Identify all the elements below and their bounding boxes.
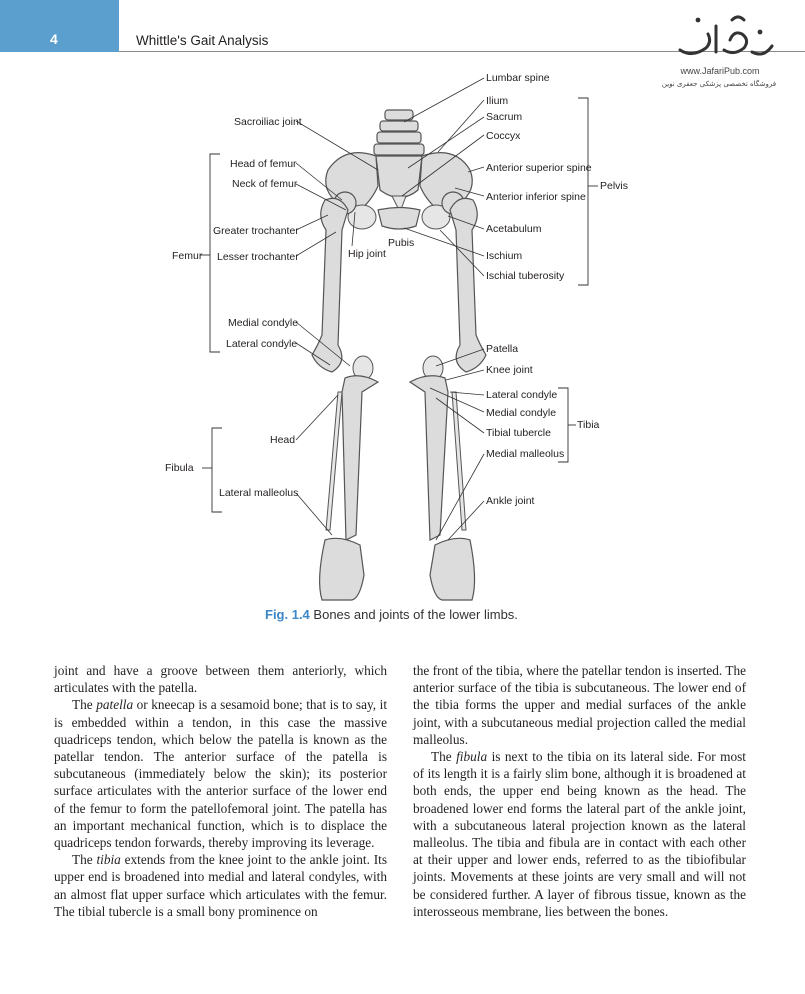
paragraph-text: or kneecap is a sesamoid bone; that is t… [54, 697, 388, 851]
label-ischium: Ischium [486, 250, 523, 262]
label-ilium: Ilium [486, 95, 509, 107]
label-lateral-malleolus: Lateral malleolus [219, 487, 299, 499]
label-femur: Femur [172, 250, 203, 262]
label-medial-condyle-tibia: Medial condyle [486, 407, 557, 419]
label-lesser-trochanter: Lesser trochanter [217, 251, 299, 263]
body-column-left: joint and have a groove between them ant… [54, 662, 387, 920]
figure-caption-label: Fig. 1.4 [265, 607, 310, 622]
lumbar-spine-bones [373, 109, 425, 156]
group-brackets [200, 97, 598, 513]
publisher-logo [678, 15, 774, 56]
label-ischial-tuberosity: Ischial tuberosity [486, 270, 565, 282]
term-patella: patella [96, 697, 134, 713]
label-head-of-femur: Head of femur [230, 158, 297, 170]
paragraph-tibia: The tibia extends from the knee joint to… [54, 851, 387, 920]
running-head: Whittle's Gait Analysis [136, 33, 269, 48]
label-knee-joint: Knee joint [486, 364, 533, 376]
label-coccyx: Coccyx [486, 130, 521, 142]
figure-caption: Fig. 1.4 Bones and joints of the lower l… [265, 607, 518, 622]
label-anterior-inferior-spine: Anterior inferior spine [486, 191, 586, 203]
label-patella: Patella [486, 343, 519, 355]
foot-bones [319, 537, 476, 601]
header-rule [119, 51, 805, 52]
publisher-tagline: فروشگاه تخصصی پزشکی جعفری نوین [661, 80, 777, 88]
page-number-tab: 4 [0, 0, 119, 52]
figure-caption-text: Bones and joints of the lower limbs. [313, 607, 518, 622]
label-ankle-joint: Ankle joint [486, 495, 535, 507]
label-tibia: Tibia [577, 419, 600, 431]
label-lumbar-spine: Lumbar spine [486, 72, 550, 84]
page-number: 4 [50, 31, 58, 47]
label-medial-condyle-femur: Medial condyle [228, 317, 299, 329]
label-acetabulum: Acetabulum [486, 223, 542, 235]
publisher-url: www.JafariPub.com [680, 66, 760, 76]
paragraph-text: The [72, 852, 97, 868]
paragraph-text: extends from the knee joint to the ankle… [54, 852, 387, 919]
paragraph: joint and have a groove between them ant… [54, 663, 387, 696]
paragraph-text: The [72, 697, 97, 713]
label-greater-trochanter: Greater trochanter [213, 225, 299, 237]
term-fibula: fibula [456, 749, 488, 765]
tibia-fibula-bones [325, 375, 467, 541]
label-pubis: Pubis [388, 237, 415, 249]
term-tibia: tibia [96, 852, 121, 868]
label-tibial-tubercle: Tibial tubercle [486, 427, 551, 439]
label-anterior-superior-spine: Anterior superior spine [486, 162, 592, 174]
label-hip-joint: Hip joint [348, 248, 386, 260]
label-lateral-condyle-femur: Lateral condyle [226, 338, 298, 350]
label-sacroiliac-joint: Sacroiliac joint [234, 116, 302, 128]
leader-lines [295, 77, 485, 541]
paragraph: the front of the tibia, where the patell… [413, 663, 746, 747]
pelvis-bones [325, 152, 473, 230]
label-neck-of-femur: Neck of femur [232, 178, 298, 190]
label-medial-malleolus: Medial malleolus [486, 448, 565, 460]
label-pelvis: Pelvis [600, 180, 629, 192]
paragraph-text: is next to the tibia on its lateral side… [413, 749, 747, 919]
paragraph-patella: The patella or kneecap is a sesamoid bon… [54, 696, 387, 851]
label-fibula: Fibula [165, 462, 194, 474]
body-column-right: the front of the tibia, where the patell… [413, 662, 746, 920]
label-lateral-condyle-tibia: Lateral condyle [486, 389, 558, 401]
label-sacrum: Sacrum [486, 111, 523, 123]
paragraph-text: The [431, 749, 457, 765]
paragraph-fibula: The fibula is next to the tibia on its l… [413, 748, 746, 920]
label-head-fibula: Head [270, 434, 296, 446]
